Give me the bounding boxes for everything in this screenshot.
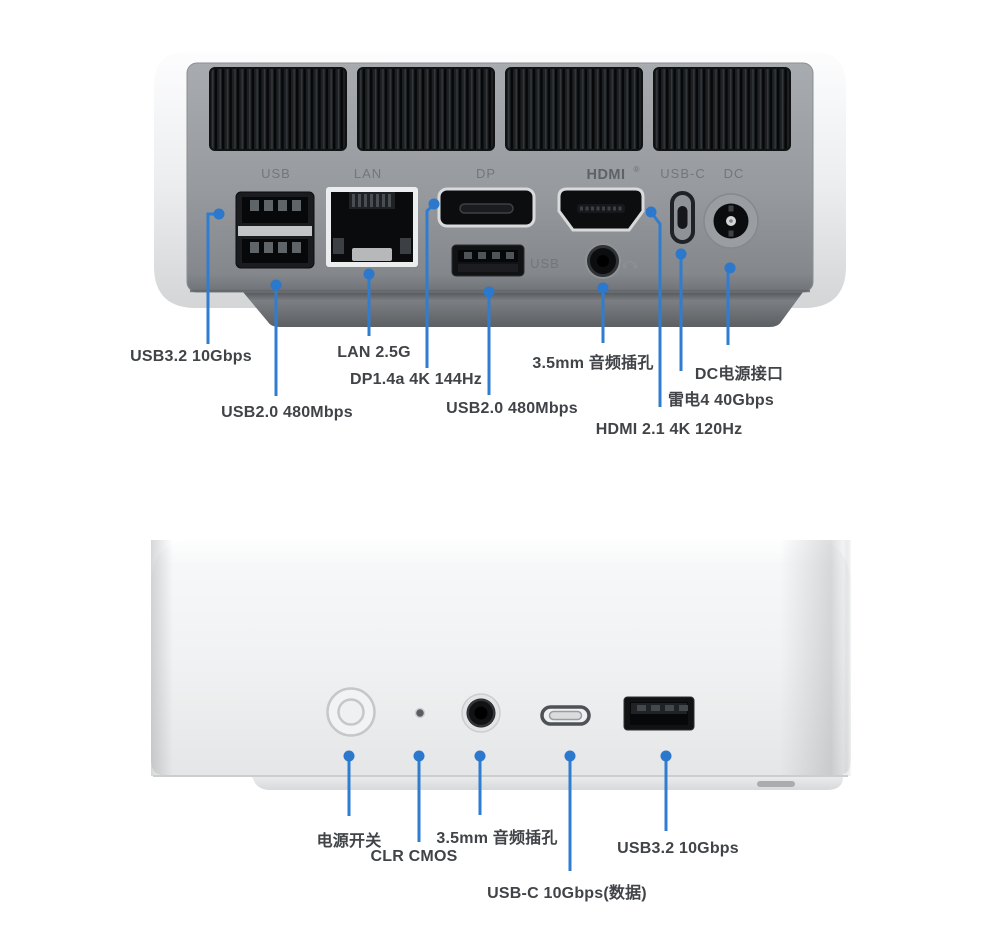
callout-label-clr-cmos: CLR CMOS	[370, 848, 458, 865]
callout-label-usb20-left: USB2.0 480Mbps	[221, 404, 353, 421]
vent-grille-4	[653, 67, 791, 151]
callout-label-front-usb32: USB3.2 10Gbps	[617, 840, 739, 857]
callout-dot-lan	[363, 268, 375, 280]
front-audio-jack	[461, 693, 501, 733]
callout-label-front-usb-c: USB-C 10Gbps(数据)	[487, 885, 647, 902]
callout-dot-usb20-left	[270, 279, 282, 291]
usb-row2-engraving: USB	[530, 256, 560, 271]
callout-dot-usb20-right	[483, 286, 495, 298]
callout-dot-dc	[724, 262, 736, 274]
callout-label-dp: DP1.4a 4K 144Hz	[350, 371, 482, 388]
front-base-lip	[252, 777, 843, 790]
rear-audio-jack	[585, 243, 621, 279]
vent-grilles	[209, 67, 791, 151]
callout-label-front-audio: 3.5mm 音频插孔	[436, 830, 558, 847]
lan-engraving: LAN	[354, 166, 382, 181]
usb-c-engraving: USB-C	[660, 166, 705, 181]
rear-hdmi-port	[557, 187, 645, 232]
callout-dot-front-audio	[474, 750, 486, 762]
hdmi-logo: HDMI	[586, 167, 625, 183]
callout-label-hdmi: HDMI 2.1 4K 120Hz	[595, 421, 743, 438]
vent-grille-1	[209, 67, 347, 151]
callout-label-lan: LAN 2.5G	[337, 344, 411, 361]
rear-usb-c-port	[670, 191, 695, 244]
dp-engraving: DP	[476, 166, 496, 181]
callout-dot-usb32	[213, 208, 225, 220]
front-callout-dots	[343, 750, 672, 762]
callout-dot-dp	[428, 198, 440, 210]
callout-dot-audio	[597, 282, 609, 294]
callout-dot-thunderbolt4	[675, 248, 687, 260]
vent-grille-2	[357, 67, 495, 151]
callout-label-power: 电源开关	[316, 833, 382, 850]
callout-dot-front-usb32	[660, 750, 672, 762]
front-right-shading	[780, 540, 851, 776]
callout-label-dc: DC电源接口	[694, 366, 784, 383]
front-callout-lines	[347, 756, 668, 871]
rear-stand-foot	[243, 292, 803, 327]
rear-dc-jack	[703, 193, 759, 249]
callout-label-usb20-right: USB2.0 480Mbps	[446, 400, 578, 417]
dc-engraving: DC	[724, 166, 745, 181]
callout-label-usb32: USB3.2 10Gbps	[130, 348, 252, 365]
front-usb-a-port	[623, 696, 695, 731]
front-view-device	[151, 539, 851, 871]
clr-cmos-pinhole	[414, 707, 426, 719]
callout-dot-clr-cmos	[413, 750, 425, 762]
power-button	[326, 687, 376, 737]
rear-view-device: USB LAN DP HDMI ® USB-C DC USB	[154, 52, 846, 407]
usb-engraving: USB	[261, 166, 291, 181]
front-base-notch	[757, 781, 795, 787]
callout-dot-front-usb-c	[564, 750, 576, 762]
rear-usb-a-stack	[235, 191, 315, 269]
rear-dp-port	[437, 187, 536, 228]
rear-usb-a-single	[451, 244, 525, 277]
headphone-icon	[622, 260, 638, 269]
callout-dot-power	[343, 750, 355, 762]
callout-label-thunderbolt4: 雷电4 40Gbps	[667, 392, 775, 409]
hdmi-registered-mark: ®	[634, 165, 641, 174]
callout-label-audio: 3.5mm 音频插孔	[532, 355, 654, 372]
vent-grille-3	[505, 67, 643, 151]
front-usb-c-port	[540, 705, 591, 726]
front-body	[151, 539, 851, 776]
front-top-highlight	[160, 539, 840, 565]
callout-dot-hdmi	[645, 206, 657, 218]
rear-callout-dots	[213, 198, 736, 298]
front-left-shading	[151, 540, 173, 776]
engraved-port-labels: USB LAN DP HDMI ® USB-C DC USB	[261, 165, 745, 271]
rear-lan-port	[326, 187, 418, 267]
